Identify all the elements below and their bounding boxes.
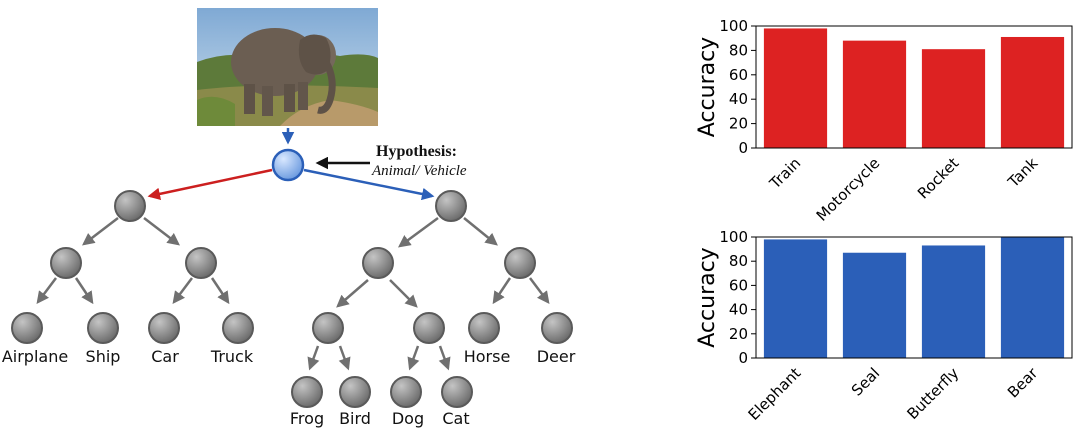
y-tick-label: 40 [729,301,748,319]
leaf-label-airplane: Airplane [2,347,68,366]
leaf-node-airplane [11,312,43,344]
animal-branch-arrow [303,168,435,201]
internal-node [312,312,344,344]
y-tick-label: 20 [729,325,748,343]
bar-motorcycle [842,40,907,148]
y-axis-label: Accuracy [695,247,720,347]
bar-bear [1000,237,1065,358]
x-tick-label: Elephant [745,364,805,424]
internal-node [362,247,394,279]
leaf-node-truck [222,312,254,344]
internal-node [185,247,217,279]
bar-elephant [763,239,828,358]
elephant-photo [197,8,378,126]
y-axis-label: Accuracy [695,37,720,137]
root-node [271,148,305,182]
y-tick-label: 20 [729,115,748,133]
animal-accuracy-chart: Elephant Seal Butterfly Bear 0 20 40 60 80 100Acc… [695,228,1073,424]
leaf-node-ship [87,312,119,344]
leaf-node-frog [291,376,323,408]
y-tick-label: 100 [719,17,748,35]
y-tick-label: 40 [729,90,748,108]
tree-nodes [11,190,573,408]
bar-tank [1000,36,1065,149]
leaf-label-dog: Dog [392,409,424,428]
plot-frame [755,25,1073,149]
leaf-label-frog: Frog [290,409,324,428]
y-tick-label: 0 [738,139,748,157]
x-tick-label: Butterfly [903,364,962,423]
leaf-label-ship: Ship [86,347,121,366]
y-tick-label: 0 [738,349,748,367]
hypothesis-title: Hypothesis: [376,143,457,160]
leaf-label-cat: Cat [442,409,469,428]
hypothesis-subtitle: Animal/ Vehicle [371,163,467,179]
x-tick-label: Bear [1004,364,1042,402]
animal-node [435,190,467,222]
internal-node [413,312,445,344]
internal-node [504,247,536,279]
bar-seal [842,252,907,358]
bar-rocket [921,49,986,148]
leaf-node-deer [541,312,573,344]
x-tick-label: Train [765,154,804,193]
bar-train [763,28,828,148]
x-tick-label: Motorcycle [813,154,884,225]
leaf-node-bird [339,376,371,408]
plot-frame [755,236,1073,359]
vehicle-node [114,190,146,222]
x-tick-label: Rocket [914,154,962,202]
leaf-label-bird: Bird [339,409,371,428]
leaf-node-car [148,312,180,344]
bar-butterfly [921,245,986,358]
internal-node [50,247,82,279]
y-tick-label: 80 [729,41,748,59]
leaf-node-horse [468,312,500,344]
leaf-label-truck: Truck [210,347,254,366]
vehicle-branch-arrow [147,168,273,201]
y-tick-label: 80 [729,252,748,270]
x-tick-label: Tank [1004,154,1042,192]
x-tick-label: Seal [848,364,883,399]
y-tick-label: 60 [729,66,748,84]
leaf-label-car: Car [151,347,179,366]
tree-edges [36,216,550,371]
y-tick-label: 100 [719,228,748,246]
leaf-label-horse: Horse [464,347,511,366]
y-tick-label: 60 [729,276,748,294]
leaf-label-deer: Deer [537,347,576,366]
leaf-node-dog [390,376,422,408]
leaf-node-cat [441,376,473,408]
